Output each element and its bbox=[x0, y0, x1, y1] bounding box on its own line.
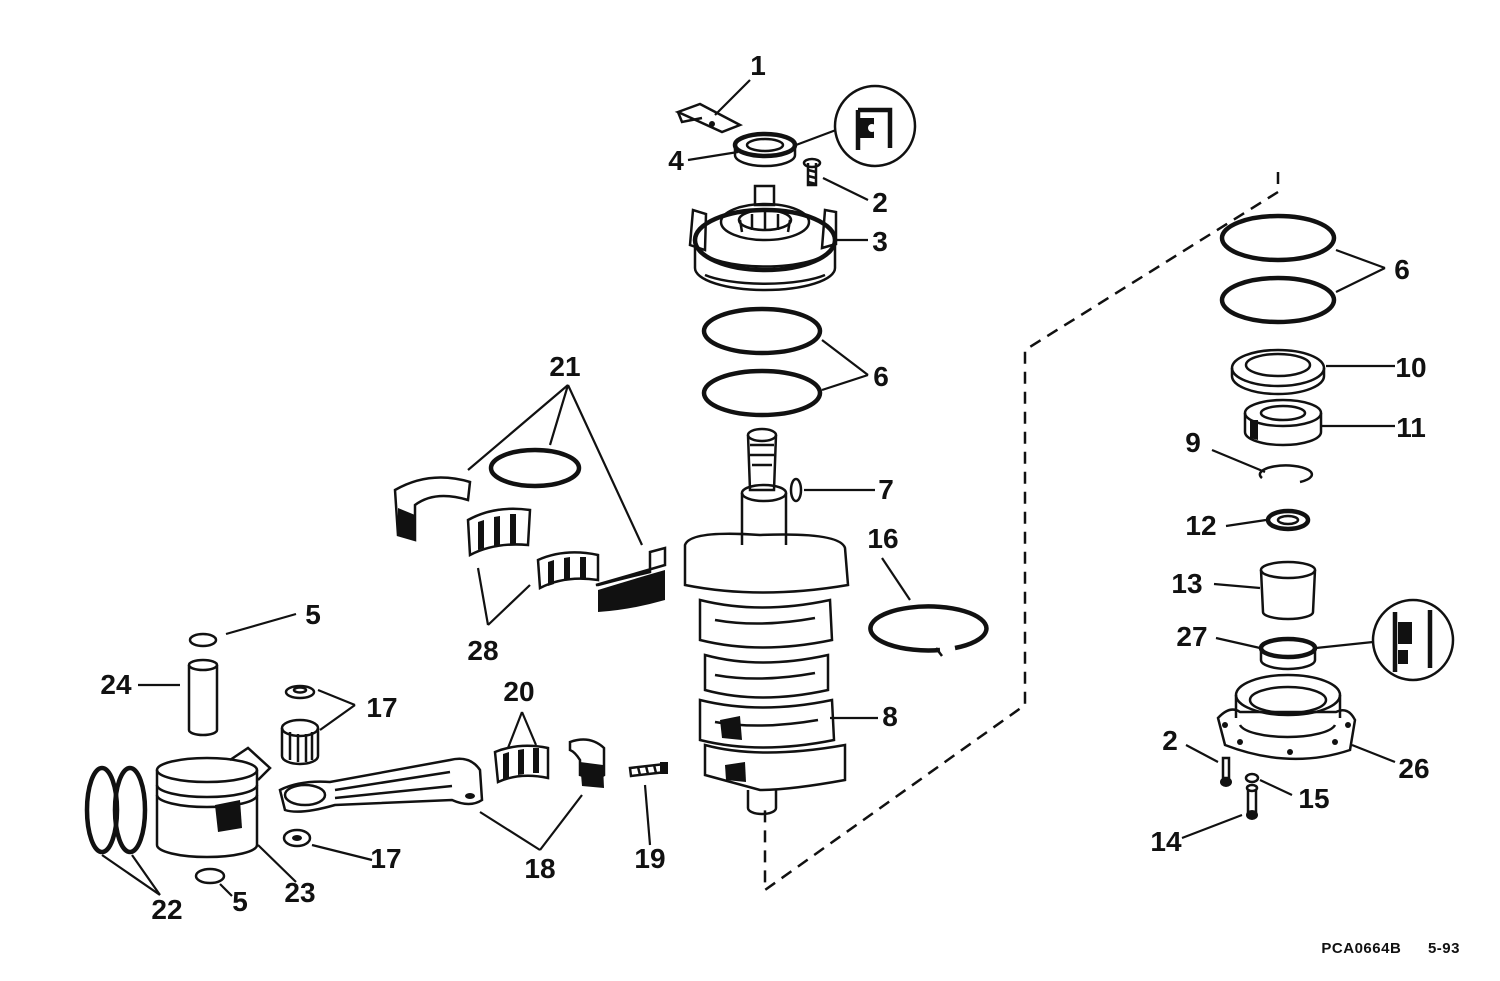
connecting-rod-18 bbox=[278, 757, 484, 813]
callout-15: 15 bbox=[1298, 783, 1329, 814]
callout-18: 18 bbox=[524, 853, 555, 884]
bearing-race-21-left bbox=[393, 476, 472, 542]
key-7 bbox=[789, 477, 803, 503]
o-rings-6-center bbox=[701, 306, 823, 418]
callout-3: 3 bbox=[872, 226, 888, 257]
callout-4: 4 bbox=[668, 145, 684, 176]
drawing-number: PCA0664B bbox=[1321, 940, 1402, 957]
needle-bearing-28-b bbox=[536, 551, 600, 590]
needle-bearing-28-a bbox=[466, 507, 532, 557]
retaining-ring-5-lower bbox=[194, 867, 226, 885]
callout-6: 6 bbox=[1394, 254, 1410, 285]
needle-bearing-20 bbox=[493, 744, 550, 784]
piston-23 bbox=[155, 746, 272, 859]
sleeve-13 bbox=[1259, 560, 1317, 621]
callout-2: 2 bbox=[1162, 725, 1178, 756]
screw-2-top bbox=[802, 157, 822, 187]
seal-12 bbox=[1265, 508, 1311, 532]
callout-6: 6 bbox=[873, 361, 889, 392]
washer-15 bbox=[1244, 772, 1260, 784]
seal-detail-circle-right bbox=[1315, 598, 1455, 682]
callout-21: 21 bbox=[549, 351, 580, 382]
callout-13: 13 bbox=[1171, 568, 1202, 599]
callout-23: 23 bbox=[284, 877, 315, 908]
leader-lines bbox=[101, 79, 1396, 897]
seal-4 bbox=[732, 131, 798, 168]
callout-1: 1 bbox=[750, 50, 766, 81]
lower-bearing-housing-26 bbox=[1216, 673, 1357, 761]
callout-5: 5 bbox=[232, 886, 248, 917]
callout-12: 12 bbox=[1185, 510, 1216, 541]
callout-28: 28 bbox=[467, 635, 498, 666]
callout-22: 22 bbox=[151, 894, 182, 925]
retainer-10 bbox=[1230, 348, 1326, 396]
retaining-ring-9 bbox=[1258, 464, 1314, 484]
retainer-plate-1 bbox=[674, 102, 744, 134]
rod-bolt-19 bbox=[628, 762, 668, 778]
washer-17-upper bbox=[284, 684, 316, 700]
o-rings-6-right bbox=[1219, 213, 1337, 325]
retaining-ring-16 bbox=[868, 604, 989, 657]
seal-27 bbox=[1258, 636, 1318, 671]
callout-labels: 1 2 3 4 6 6 10 11 9 7 21 16 12 13 27 28 … bbox=[100, 50, 1429, 925]
screw-14 bbox=[1245, 783, 1259, 820]
rod-cap-18 bbox=[568, 738, 606, 788]
callout-17: 17 bbox=[366, 692, 397, 723]
callout-8: 8 bbox=[882, 701, 898, 732]
piston-rings-22 bbox=[84, 765, 148, 855]
drawing-date: 5-93 bbox=[1427, 940, 1460, 957]
callout-27: 27 bbox=[1176, 621, 1207, 652]
ball-bearing-11 bbox=[1243, 398, 1323, 447]
bearing-ring-21 bbox=[488, 447, 582, 489]
callout-24: 24 bbox=[100, 669, 132, 700]
needle-bearing-17 bbox=[280, 718, 320, 766]
bearing-race-21-right bbox=[595, 546, 667, 612]
retaining-ring-5-upper bbox=[188, 632, 218, 648]
dashed-outline bbox=[763, 172, 1280, 893]
crankshaft-8 bbox=[683, 427, 850, 816]
piston-pin-24 bbox=[187, 658, 219, 737]
drawing-footer: PCA0664B 5-93 bbox=[1321, 940, 1460, 957]
callout-11: 11 bbox=[1396, 412, 1426, 443]
callout-10: 10 bbox=[1395, 352, 1426, 383]
callout-26: 26 bbox=[1398, 753, 1429, 784]
callout-20: 20 bbox=[503, 676, 534, 707]
callout-17: 17 bbox=[370, 843, 401, 874]
seal-detail-circle-top bbox=[795, 84, 917, 168]
washer-17-lower bbox=[282, 828, 312, 848]
callout-16: 16 bbox=[867, 523, 898, 554]
callout-14: 14 bbox=[1150, 826, 1182, 857]
upper-bearing-housing-3 bbox=[688, 184, 838, 292]
callout-5: 5 bbox=[305, 599, 321, 630]
callout-2: 2 bbox=[872, 187, 888, 218]
screw-2-right bbox=[1220, 756, 1232, 787]
callout-7: 7 bbox=[878, 474, 894, 505]
callout-9: 9 bbox=[1185, 427, 1201, 458]
callout-19: 19 bbox=[634, 843, 665, 874]
